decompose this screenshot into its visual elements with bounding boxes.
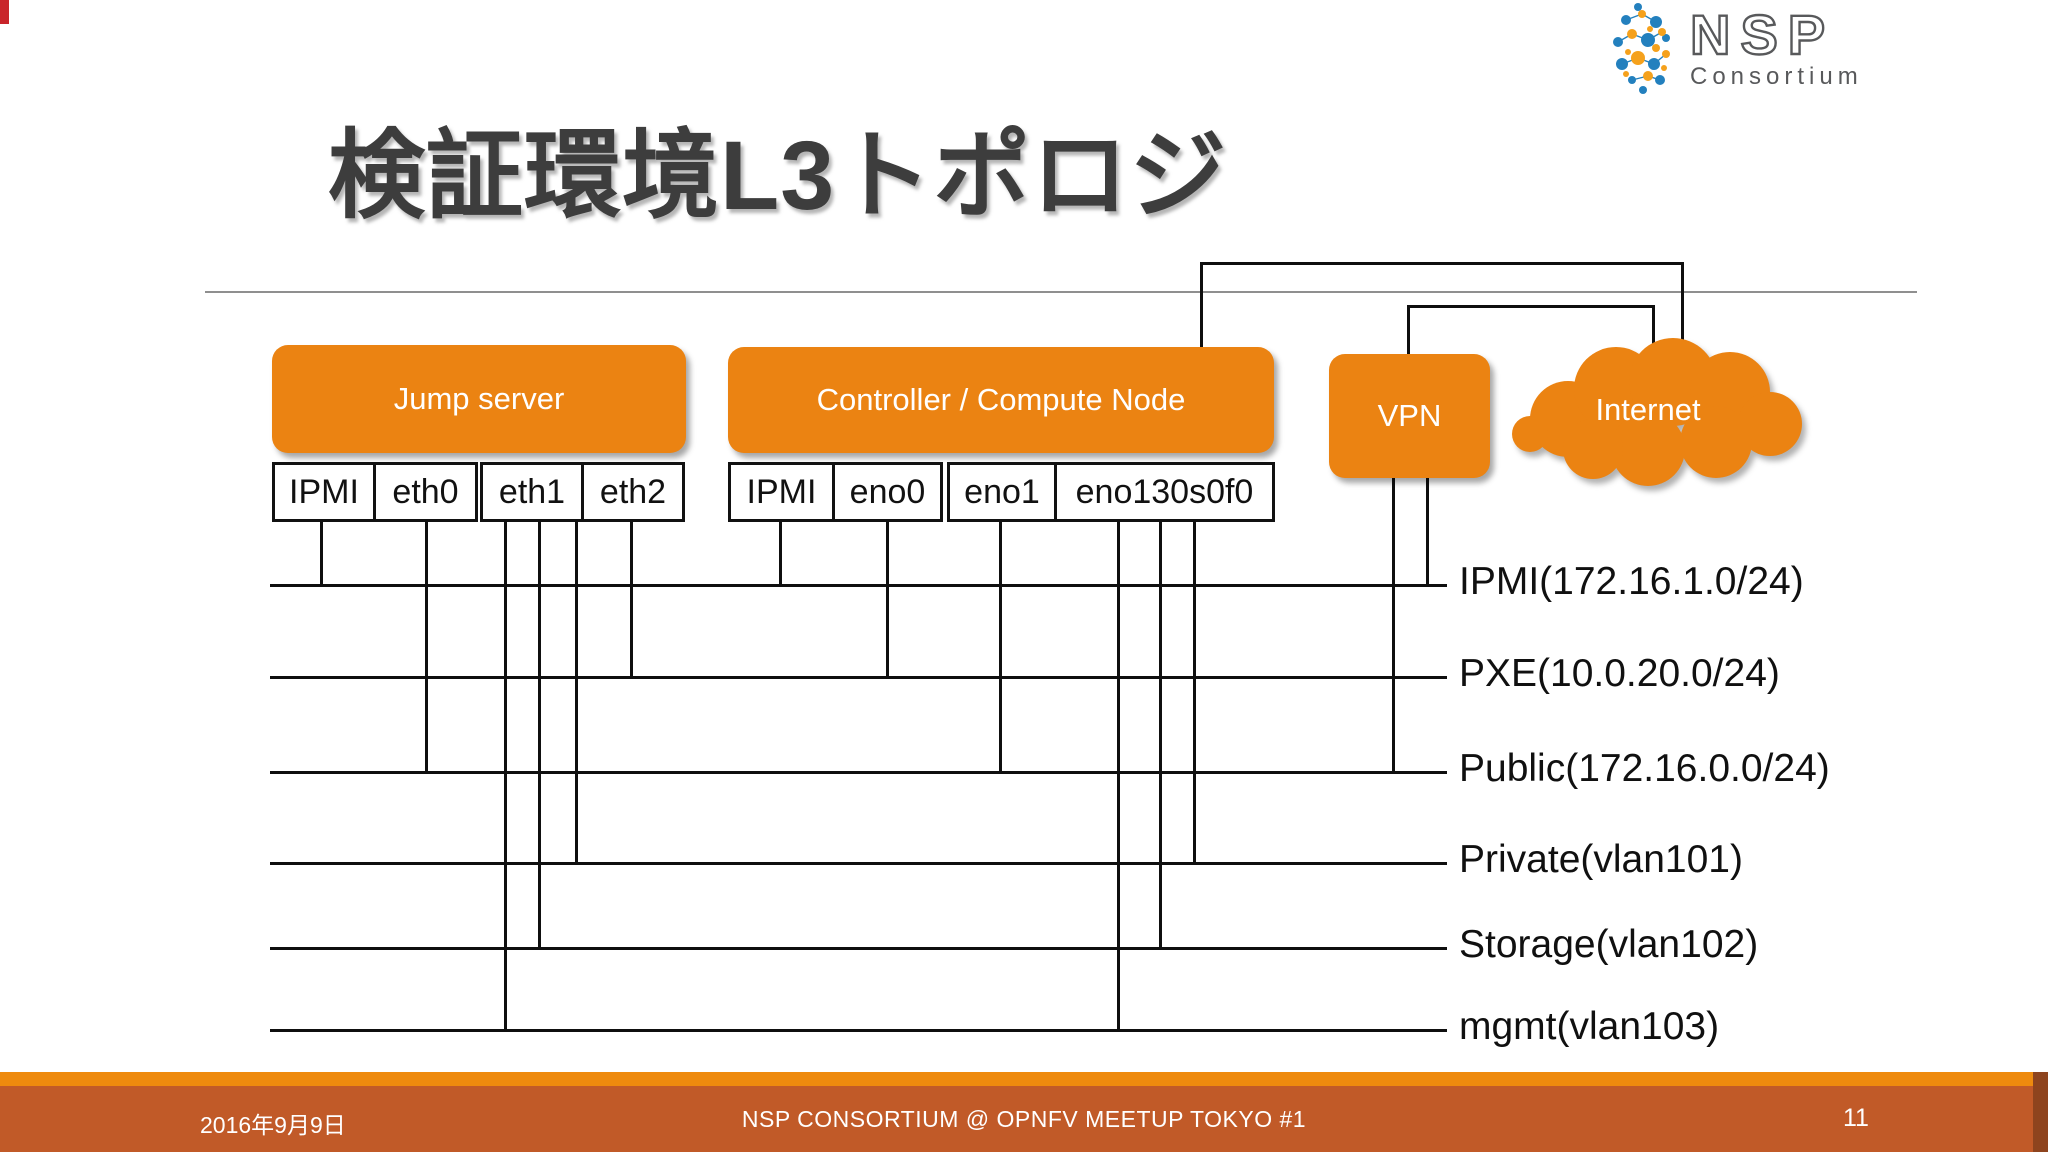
page-number: 11 [1843, 1104, 1869, 1132]
bus-storage [270, 947, 1447, 950]
vpn-internet-link-up [1407, 305, 1410, 357]
if-cell-jump-ipmi: IPMI [289, 472, 359, 511]
footer-accent-strip [0, 1072, 2048, 1086]
drop-ctrl-ipmi-to-ipmi [779, 519, 782, 587]
drop-ctrl-trunk-to-mgmt [1117, 519, 1120, 1032]
drop-jump-ipmi-to-ipmi [320, 519, 323, 587]
if-cell-jump-eth2: eth2 [581, 465, 682, 519]
node-controller-compute: Controller / Compute Node [728, 347, 1274, 453]
footer-event-title: NSP CONSORTIUM @ OPNFV MEETUP TOKYO #1 [741, 1106, 1307, 1132]
bus-pxe [270, 676, 1447, 679]
if-cell-jump-eth1: eth1 [498, 472, 566, 511]
page-title: 検証環境L3トポロジ [328, 121, 1228, 230]
footer-date: 2016年9月9日 [200, 1112, 346, 1138]
bus-ipmi [270, 584, 1447, 587]
controller-internet-link-down [1681, 262, 1684, 367]
if-cell-ctrl-ipmi: IPMI [746, 472, 817, 511]
title-divider-line [205, 291, 1917, 293]
drop-jump-eth2-to-pxe [630, 519, 633, 679]
drop-ctrl-eno1-to-public [999, 519, 1002, 774]
controller-if-table-left: IPMI eno0 [728, 462, 943, 522]
drop-ctrl-trunk-to-storage [1159, 519, 1162, 950]
bus-label-storage: Storage(vlan102) [1459, 923, 1759, 966]
drop-ctrl-eno0-to-pxe [886, 519, 889, 679]
footer-edge-shade [2033, 1072, 2048, 1152]
bus-private [270, 862, 1447, 865]
logo-name: NSP [1690, 3, 1835, 66]
if-cell-jump-eth0: eth0 [373, 465, 475, 519]
jump-if-table-right: eth1 eth2 [480, 462, 685, 522]
node-jump-server-label: Jump server [393, 381, 565, 416]
drop-jump-eth1-to-private [575, 519, 578, 865]
if-cell-ctrl-eno130s0f0: eno130s0f0 [1054, 465, 1272, 519]
drop-ctrl-trunk-to-private [1193, 519, 1196, 865]
node-vpn: VPN [1329, 354, 1490, 478]
node-internet-label: Internet [1595, 392, 1701, 427]
drop-vpn-to-ipmi [1426, 475, 1429, 587]
bus-label-mgmt: mgmt(vlan103) [1459, 1005, 1720, 1048]
node-vpn-label: VPN [1377, 398, 1442, 433]
footer-bar [0, 1086, 2048, 1152]
controller-internet-link-up [1200, 262, 1203, 350]
drop-jump-eth1-to-mgmt [504, 519, 507, 1032]
if-cell-ctrl-eno1: eno1 [964, 472, 1040, 511]
bus-label-ipmi: IPMI(172.16.1.0/24) [1459, 560, 1804, 603]
logo-subtitle: Consortium [1690, 63, 1863, 90]
vpn-internet-link-across [1407, 305, 1655, 308]
drop-jump-eth0-to-public [425, 519, 428, 774]
drop-jump-eth1-to-storage [538, 519, 541, 950]
controller-internet-link-across [1200, 262, 1684, 265]
internet-cloud [1512, 338, 1802, 486]
bus-label-private: Private(vlan101) [1459, 838, 1743, 881]
drop-vpn-to-public [1392, 475, 1395, 774]
globe-icon [1613, 3, 1670, 94]
bus-public [270, 771, 1447, 774]
corner-accent-mark [0, 0, 9, 24]
if-cell-ctrl-eno0: eno0 [832, 465, 940, 519]
jump-if-table-left: IPMI eth0 [272, 462, 478, 522]
controller-if-table-right: eno1 eno130s0f0 [947, 462, 1275, 522]
node-jump-server: Jump server [272, 345, 686, 453]
bus-mgmt [270, 1029, 1447, 1032]
vpn-internet-link-down [1652, 305, 1655, 367]
bus-label-public: Public(172.16.0.0/24) [1459, 747, 1830, 790]
node-controller-compute-label: Controller / Compute Node [816, 382, 1186, 417]
bus-label-pxe: PXE(10.0.20.0/24) [1459, 652, 1780, 695]
nsp-consortium-logo: NSP Consortium [1613, 2, 1863, 94]
